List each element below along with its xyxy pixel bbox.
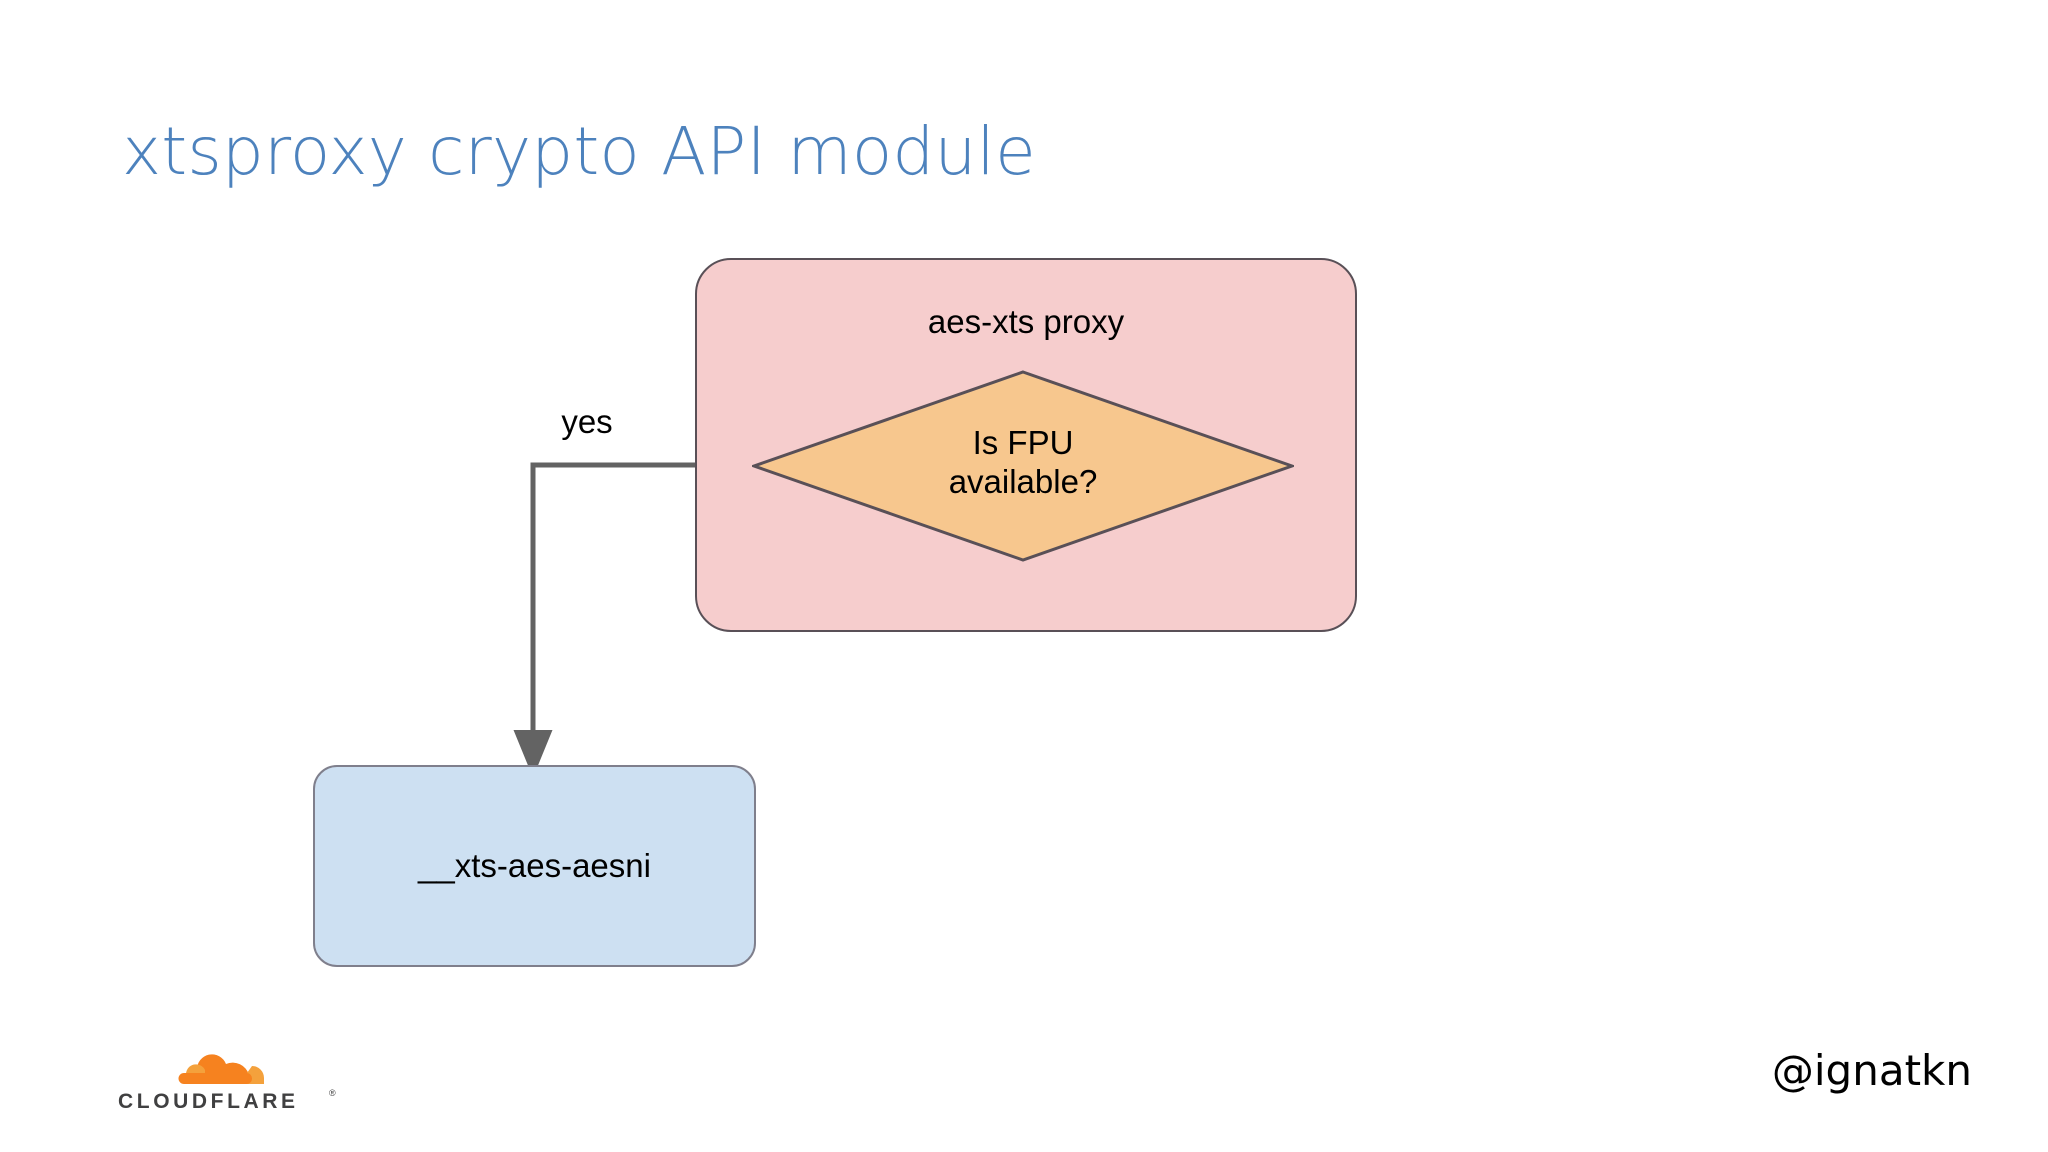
edge-yes-arrowhead-icon <box>513 730 553 778</box>
edge-yes-line <box>530 462 752 752</box>
page-title: xtsproxy crypto API module <box>122 113 1036 190</box>
svg-text:CLOUDFLARE: CLOUDFLARE <box>118 1090 299 1112</box>
cloudflare-cloud-icon <box>178 1054 264 1085</box>
svg-text:®: ® <box>329 1088 336 1098</box>
node-aes-xts-proxy[interactable] <box>695 258 1357 632</box>
node-xts-aes-aesni[interactable] <box>313 765 756 967</box>
cloudflare-logo: CLOUDFLARE ® <box>118 1054 336 1112</box>
cloudflare-wordmark: CLOUDFLARE ® <box>118 1088 336 1112</box>
diamond-shape-icon <box>752 370 1294 562</box>
author-handle: @ignatkn <box>1771 1046 1972 1095</box>
node-fpu-decision[interactable] <box>752 370 1294 562</box>
